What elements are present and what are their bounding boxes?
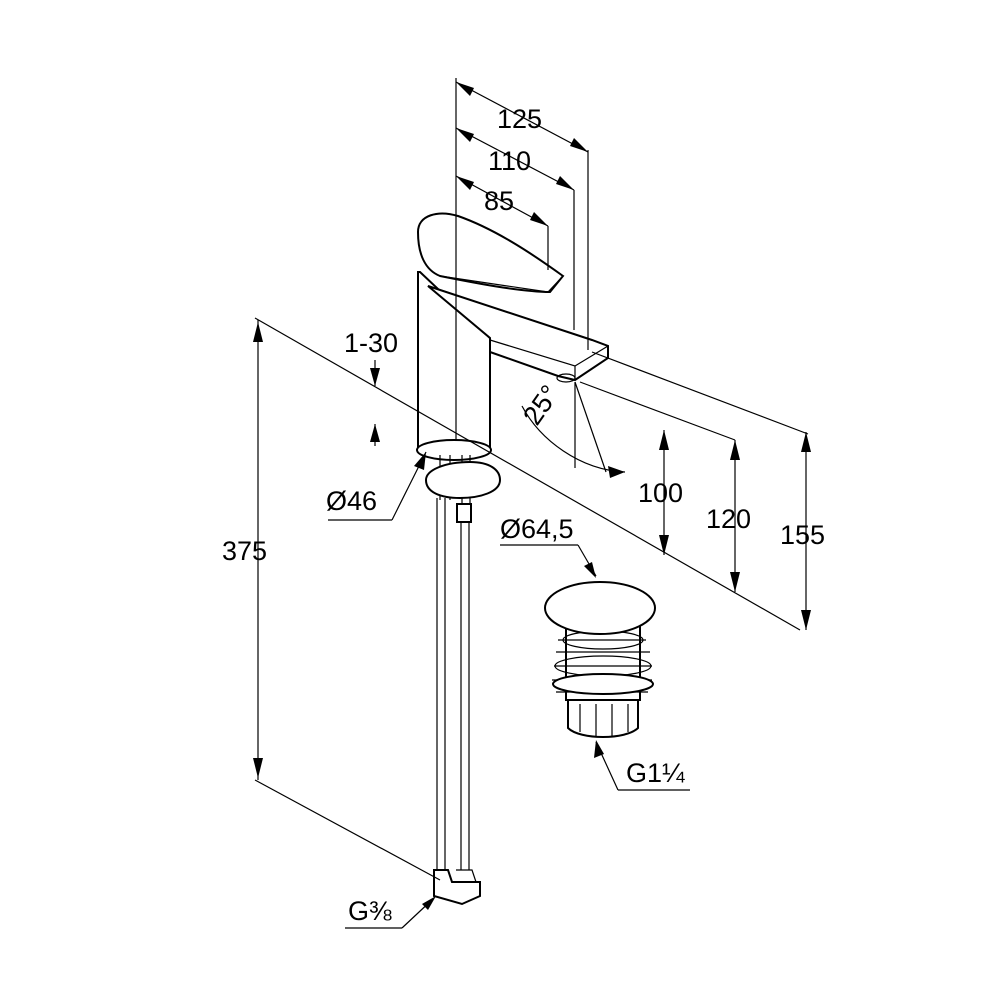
dim-label-angle: 25°: [517, 380, 565, 431]
dimension-lines: [253, 78, 811, 929]
waste-valve: [544, 581, 656, 738]
supply-hose-left: [436, 498, 446, 870]
faucet-base: [416, 439, 492, 461]
dim-label-125: 125: [497, 104, 542, 134]
mounting-bracket: [424, 460, 502, 500]
dim-label-120: 120: [706, 504, 751, 534]
dim-label-g3-8: G⅜: [348, 896, 392, 926]
dim-label-100: 100: [638, 478, 683, 508]
faucet: [416, 212, 609, 906]
dim-label-diameter-64-5: Ø64,5: [500, 514, 574, 544]
supply-hose-right: [460, 522, 470, 870]
dim-label-g1-1-4: G1¼: [626, 758, 685, 788]
dim-label-diameter-46: Ø46: [326, 486, 377, 516]
dim-label-375: 375: [222, 536, 267, 566]
dim-label-155: 155: [780, 520, 825, 550]
faucet-lever: [416, 212, 565, 294]
dim-label-1-30: 1-30: [344, 328, 398, 358]
waste-cap: [544, 581, 656, 635]
hose-connector: [433, 869, 481, 906]
dim-label-85: 85: [484, 186, 514, 216]
dim-label-110: 110: [488, 146, 531, 176]
